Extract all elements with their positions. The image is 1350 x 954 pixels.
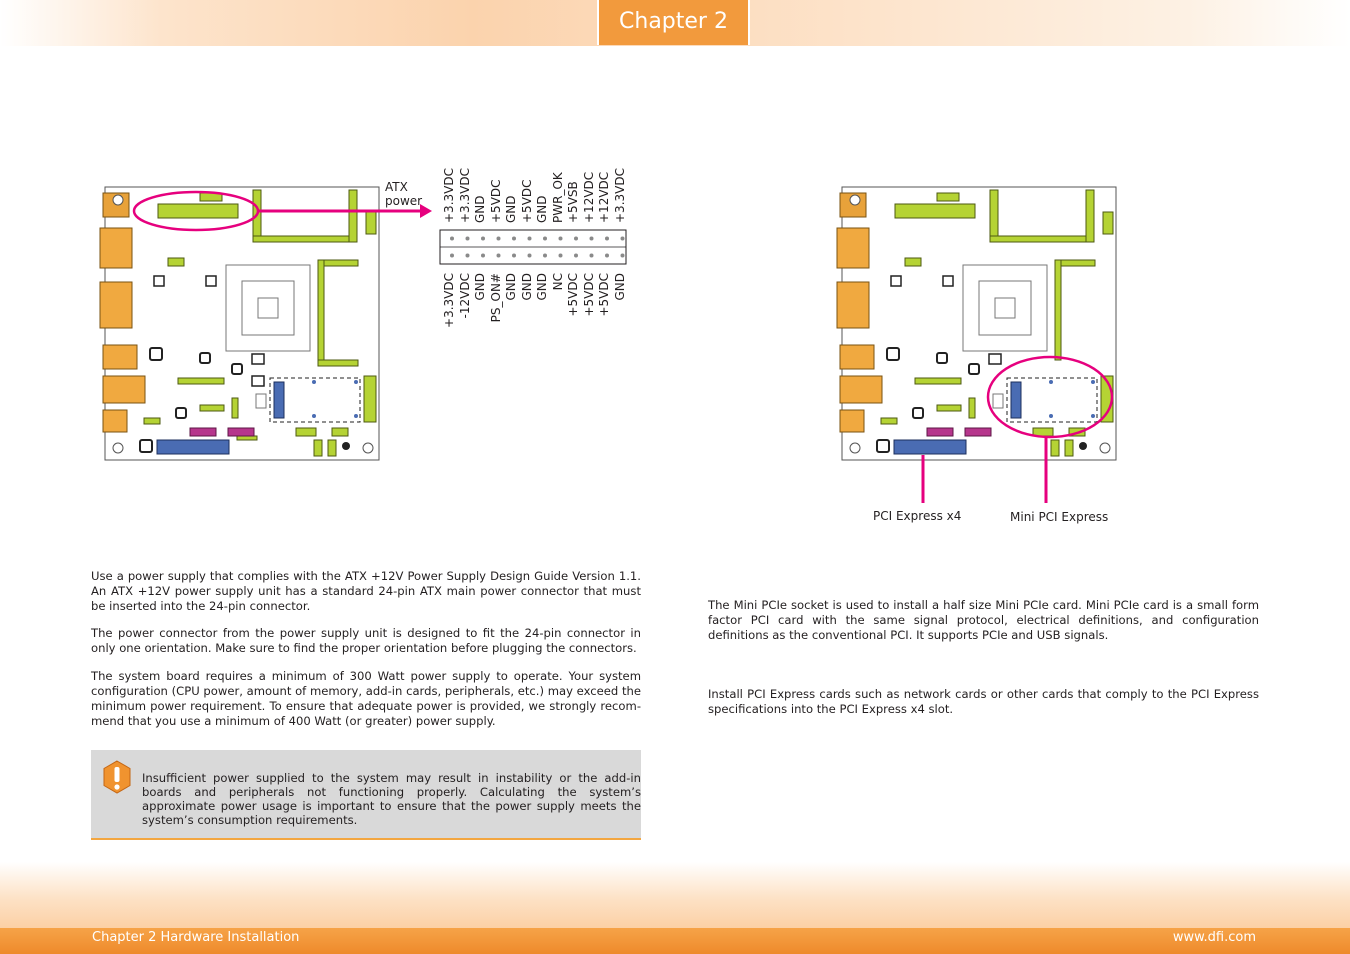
mini-pcie-para: The Mini PCIe socket is used to install … — [708, 598, 1259, 642]
pin-dot — [527, 253, 532, 258]
motherboard-left — [99, 186, 380, 461]
pin-dot — [574, 236, 578, 241]
pin-dot — [589, 253, 594, 258]
pcie-x4-label: PCI Express x4 — [873, 509, 962, 523]
mini-pcie-label: Mini PCI Express — [1010, 510, 1109, 524]
pin-dot — [450, 236, 454, 241]
pin-dot — [558, 236, 563, 241]
pin-dot — [512, 253, 516, 258]
pin-dot — [574, 253, 578, 258]
footer-band — [0, 862, 1350, 928]
pcie-x4-para: Install PCI Express cards such as networ… — [708, 687, 1259, 716]
pin-dot — [589, 236, 594, 241]
pin-dot — [512, 236, 516, 241]
pin-dot — [605, 236, 609, 241]
pin-dot — [481, 236, 485, 241]
chapter-tab[interactable]: Chapter 2 — [597, 0, 750, 45]
footer-website-link[interactable]: www.dfi.com — [1172, 930, 1256, 945]
motherboard-right — [836, 186, 1117, 461]
warning-box: Insufficient power supplied to the syste… — [91, 750, 641, 840]
pin-dot — [558, 253, 563, 258]
warning-icon — [103, 760, 131, 794]
atx-para-2: The power connector from the power suppl… — [91, 626, 641, 655]
pin-dot — [543, 236, 547, 241]
mini-pcie-highlight — [986, 355, 1114, 439]
pin-dot — [465, 253, 470, 258]
pin-dot — [605, 253, 609, 258]
pin-dot — [527, 236, 532, 241]
atx-para-1: Use a power supply that complies with th… — [91, 569, 641, 613]
pin-dots — [450, 236, 625, 258]
atx-24pin-connector — [439, 229, 627, 265]
pin-dot — [496, 253, 501, 258]
pin-dot — [620, 236, 625, 241]
atx-power-label-2: power — [385, 194, 423, 208]
pin-dot — [620, 253, 625, 258]
pin-dot — [543, 253, 547, 258]
footer-bar — [0, 928, 1350, 954]
atx-para-3: The system board requires a minimum of 3… — [91, 669, 641, 728]
warning-text: Insufficient power supplied to the syste… — [142, 771, 641, 827]
pin-dot — [481, 253, 485, 258]
pin-dot — [450, 253, 454, 258]
atx-power-label-1: ATX — [385, 180, 408, 194]
pin-dot — [465, 236, 470, 241]
footer-chapter-title: Chapter 2 Hardware Installation — [92, 930, 300, 945]
pin-dot — [496, 236, 501, 241]
